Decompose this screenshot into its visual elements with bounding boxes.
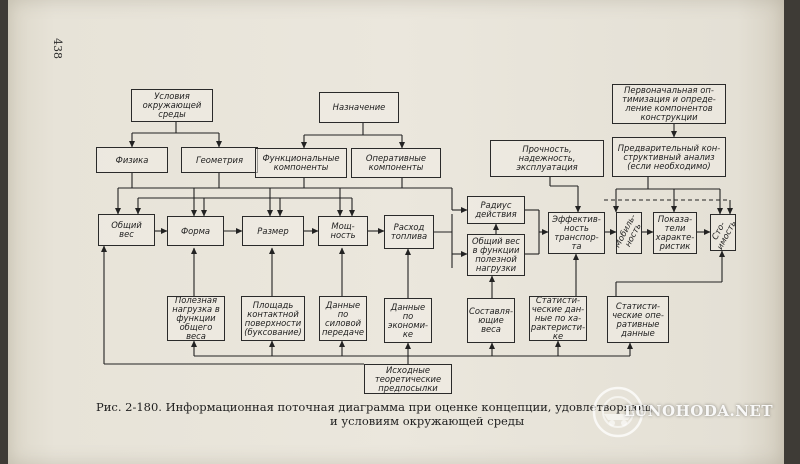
watermark-text: LUNOHODA.NET — [624, 402, 773, 420]
economy-data-box: Данные по экономи- ке — [384, 298, 432, 343]
power-box: Мощ- ность — [318, 216, 368, 246]
cost-label: Сто- имость — [710, 218, 736, 251]
indicators-box: Показа- тели характе- ристик — [653, 212, 697, 254]
payload-function-box: Полезная нагрузка в функции общего веса — [167, 296, 225, 341]
weight-payload-box: Общий вес в функции полезной нагрузки — [467, 234, 525, 276]
mobility-box: Мобиль- ность — [616, 212, 642, 254]
theoretical-premises-box: Исходные теоретические предпосылки — [364, 364, 452, 394]
statistical-operative-data-box: Статисти- ческие опе- ративные данные — [607, 296, 669, 343]
geometry-box: Геометрия — [181, 147, 258, 173]
watermark-emblem-icon — [592, 386, 644, 438]
mobility-label: Мобиль- ность — [616, 212, 642, 250]
power-transmission-data-box: Данные по силовой передаче — [319, 296, 367, 341]
env-conditions-box: Условия окружающей среды — [131, 89, 213, 122]
purpose-box: Назначение — [319, 92, 399, 123]
total-weight-box: Общий вес — [98, 214, 155, 246]
initial-optimization-box: Первоначальная оп- тимизация и опреде- л… — [612, 84, 726, 124]
shape-box: Форма — [167, 216, 224, 246]
book-page: 438 — [8, 0, 784, 464]
flow-diagram-connectors — [101, 122, 733, 365]
efficiency-box: Эффектив- ность транспор- та — [548, 212, 605, 254]
figure-caption-line-1: Рис. 2-180. Информационная поточная диаг… — [96, 400, 652, 414]
weight-components-box: Составля- ющие веса — [467, 298, 515, 343]
fuel-consumption-box: Расход топлива — [384, 215, 434, 249]
operative-components-box: Оперативные компоненты — [351, 148, 441, 178]
strength-reliability-box: Прочность, надежность, эксплуатация — [490, 140, 604, 177]
size-box: Размер — [242, 216, 304, 246]
preliminary-analysis-box: Предварительный кон- структивный анализ … — [612, 137, 726, 177]
contact-area-box: Площадь контактной поверхности (буксован… — [241, 296, 305, 341]
functional-components-box: Функциональные компоненты — [255, 148, 347, 178]
figure-caption-line-2: и условиям окружающей среды — [330, 414, 525, 428]
statistical-data-box: Статисти- ческие дан- ные по ха- рактери… — [529, 296, 587, 341]
physics-box: Физика — [96, 147, 168, 173]
watermark: LUNOHODA.NET — [590, 384, 790, 440]
range-box: Радиус действия — [467, 196, 525, 224]
cost-box: Сто- имость — [710, 214, 736, 251]
